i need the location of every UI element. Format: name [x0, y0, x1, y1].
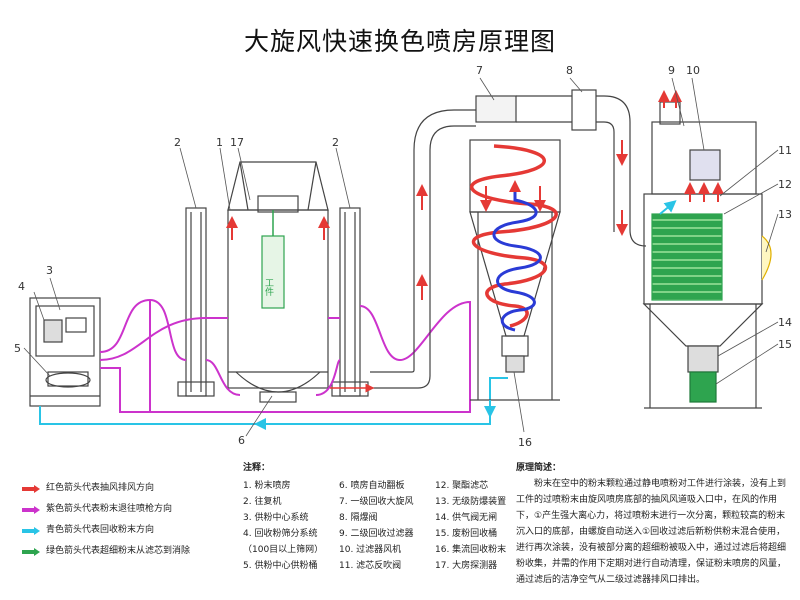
- cyan-recovery-arrows: [254, 200, 677, 430]
- callout-17: 17: [230, 136, 244, 149]
- purple-hose-lines: [99, 298, 471, 413]
- callout-14: 14: [778, 316, 792, 329]
- note-item: 16. 集流回收粉末: [435, 545, 507, 555]
- note-item: 2. 往复机: [243, 497, 282, 507]
- legend-item-red: 红色箭头代表抽风排风方向: [22, 478, 232, 499]
- red-spiral: [470, 144, 558, 328]
- note-item: 4. 回收粉筛分系统: [243, 529, 318, 539]
- callout-10: 10: [686, 64, 700, 77]
- callout-9: 9: [668, 64, 675, 77]
- callout-1: 1: [216, 136, 223, 149]
- notes-column-3: 12. 聚酯滤芯 13. 无级防爆装置 14. 供气阀无闸 15. 废粉回收桶 …: [435, 478, 527, 574]
- arrow-legend: 红色箭头代表抽风排风方向 紫色箭头代表粉末退往喷枪方向 青色箭头代表回收粉末方向…: [22, 478, 232, 562]
- callout-leaders: [23, 77, 779, 437]
- note-item: 14. 供气阀无闸: [435, 513, 498, 523]
- cyclone-separator: [469, 95, 561, 401]
- callout-15: 15: [778, 338, 792, 351]
- reciprocator-left: [177, 207, 215, 397]
- callout-2-left: 2: [174, 136, 181, 149]
- callout-13: 13: [778, 208, 792, 221]
- powder-supply-center: [29, 297, 101, 407]
- legend-label: 青色箭头代表回收粉末方向: [46, 525, 155, 535]
- legend-item-purple: 紫色箭头代表粉末退往喷枪方向: [22, 499, 232, 520]
- callout-16: 16: [518, 436, 532, 449]
- callout-7: 7: [476, 64, 483, 77]
- note-item: 7. 一级回收大旋风: [339, 497, 414, 507]
- notes-column-2: 6. 喷房自动翻板 7. 一级回收大旋风 8. 隔爆阀 9. 二级回收过滤器 1…: [339, 478, 431, 574]
- powder-booth: [227, 161, 329, 403]
- note-item: 17. 大房探测器: [435, 561, 498, 571]
- callout-numbers: 3 4 5 2 2 1 17 6 7 8 9 10 11 12 13 14 15…: [14, 64, 792, 449]
- notes-column-1: 1. 粉末喷房 2. 往复机 3. 供粉中心系统 4. 回收粉筛分系统 （100…: [243, 478, 335, 574]
- callout-6: 6: [238, 434, 245, 447]
- note-item: 5. 供粉中心供粉桶: [243, 561, 318, 571]
- principle-heading: 原理简述：: [516, 463, 562, 473]
- callout-11: 11: [778, 144, 792, 157]
- notes-heading: 注释：: [243, 463, 271, 473]
- note-item: 1. 粉末喷房: [243, 481, 291, 491]
- note-item: 9. 二级回收过滤器: [339, 529, 414, 539]
- callout-2-right: 2: [332, 136, 339, 149]
- blue-spiral: [492, 190, 542, 332]
- reciprocator-right: [331, 207, 369, 397]
- note-item: 15. 废粉回收桶: [435, 529, 498, 539]
- callout-8: 8: [566, 64, 573, 77]
- legend-label: 紫色箭头代表粉末退往喷枪方向: [46, 504, 173, 514]
- transfer-duct: [516, 89, 647, 247]
- note-item: 11. 滤芯反吹阀: [339, 561, 402, 571]
- principle-text: 粉末在空中的粉末颗粒通过静电喷粉对工件进行涂装，没有上到工件的过喷粉末由旋风喷房…: [516, 479, 787, 585]
- red-arrow-icon: [22, 484, 40, 493]
- note-item: 8. 隔爆阀: [339, 513, 378, 523]
- green-arrow-icon: [22, 547, 40, 556]
- note-item: （100目以上筛网）: [243, 545, 324, 555]
- cyan-arrow-icon: [22, 526, 40, 535]
- note-item: 10. 过滤器风机: [339, 545, 402, 555]
- principle-panel: 原理简述： 粉末在空中的粉末颗粒通过静电喷粉对工件进行涂装，没有上到工件的过喷粉…: [516, 460, 786, 588]
- note-item: 3. 供粉中心系统: [243, 513, 309, 523]
- callout-12: 12: [778, 178, 792, 191]
- note-item: 13. 无级防爆装置: [435, 497, 507, 507]
- legend-item-cyan: 青色箭头代表回收粉末方向: [22, 520, 232, 541]
- note-item: 12. 聚酯滤芯: [435, 481, 489, 491]
- filter-unit: [642, 101, 772, 409]
- exhaust-duct: [330, 109, 476, 393]
- diagram-title: 大旋风快速换色喷房原理图: [243, 27, 556, 56]
- cyan-recovery-line: [39, 377, 508, 425]
- callout-5: 5: [14, 342, 21, 355]
- red-airflow-arrows: [226, 90, 724, 300]
- purple-arrow-icon: [22, 505, 40, 514]
- callout-4: 4: [18, 280, 25, 293]
- callout-3: 3: [46, 264, 53, 277]
- legend-item-green: 绿色箭头代表超细粉末从滤芯到消除: [22, 541, 232, 562]
- legend-label: 红色箭头代表抽风排风方向: [46, 483, 155, 493]
- note-item: 6. 喷房自动翻板: [339, 481, 405, 491]
- legend-label: 绿色箭头代表超细粉末从滤芯到消除: [46, 546, 191, 556]
- workpiece-label: 工件: [263, 278, 274, 297]
- notes-panel: 注释： 1. 粉末喷房 2. 往复机 3. 供粉中心系统 4. 回收粉筛分系统 …: [243, 460, 531, 574]
